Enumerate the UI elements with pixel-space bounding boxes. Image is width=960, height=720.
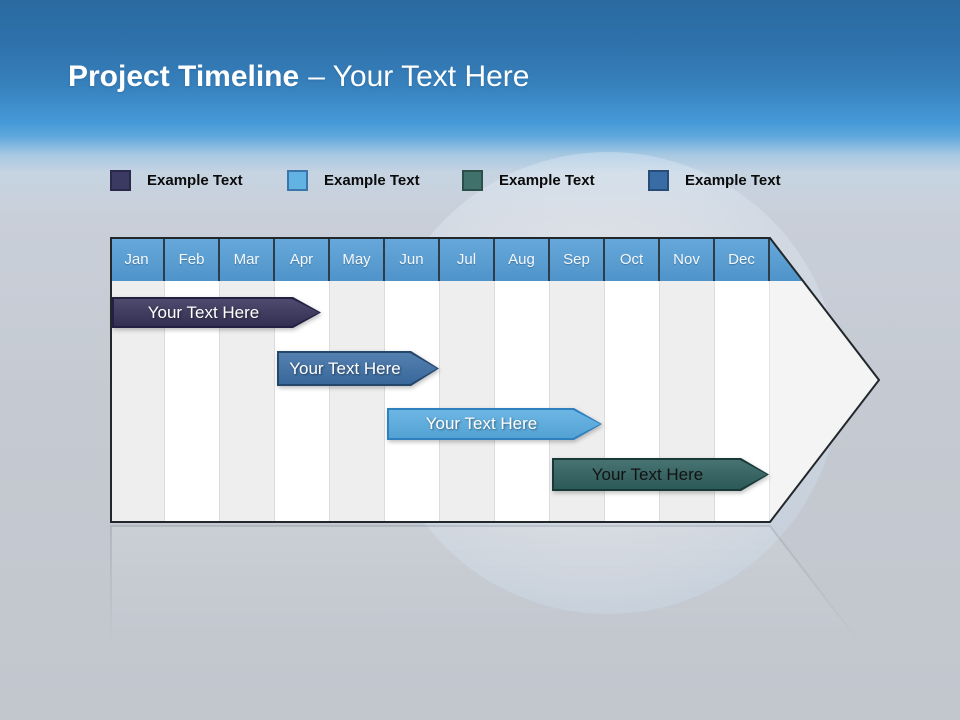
task-bar-2: Your Text Here xyxy=(277,351,439,386)
timeline-table: Jan Feb Mar Apr May Jun Jul Aug Sep Oct … xyxy=(110,237,880,523)
legend-item: Example Text xyxy=(462,169,595,191)
task-bar-label: Your Text Here xyxy=(147,302,260,322)
legend-swatch-navy xyxy=(110,169,131,191)
grid-column xyxy=(385,281,440,523)
legend-label: Example Text xyxy=(147,171,243,189)
legend-item: Example Text xyxy=(110,169,243,191)
month-header-cell: Jan xyxy=(110,237,165,281)
grid-column xyxy=(330,281,385,523)
legend-swatch-teal xyxy=(462,169,483,191)
month-header-cell: Jul xyxy=(440,237,495,281)
task-bar-3: Your Text Here xyxy=(387,408,602,440)
task-bar-4: Your Text Here xyxy=(552,458,769,491)
table-reflection xyxy=(110,525,885,720)
legend-item: Example Text xyxy=(287,169,420,191)
page-title: Project Timeline– Your Text Here xyxy=(68,60,529,94)
grid-column xyxy=(440,281,495,523)
legend-label: Example Text xyxy=(685,171,781,189)
legend-swatch-steelblue xyxy=(648,169,669,191)
legend-label: Example Text xyxy=(324,171,420,189)
month-header-cell: May xyxy=(330,237,385,281)
month-header-cell: Jun xyxy=(385,237,440,281)
legend-swatch-lightblue xyxy=(287,169,308,191)
legend-item: Example Text xyxy=(648,169,781,191)
month-header-arrow-fill xyxy=(770,237,880,281)
page-title-main: Project Timeline xyxy=(68,60,300,93)
month-header-cell: Apr xyxy=(275,237,330,281)
grid-column xyxy=(495,281,550,523)
month-header-cell: Dec xyxy=(715,237,770,281)
month-header-cell: Oct xyxy=(605,237,660,281)
legend-label: Example Text xyxy=(499,171,595,189)
month-header-cell: Aug xyxy=(495,237,550,281)
month-header-cell: Feb xyxy=(165,237,220,281)
month-header-row: Jan Feb Mar Apr May Jun Jul Aug Sep Oct … xyxy=(110,237,880,281)
month-header-cell: Nov xyxy=(660,237,715,281)
month-header-cell: Sep xyxy=(550,237,605,281)
task-bar-label: Your Text Here xyxy=(425,414,538,433)
task-bar-label: Your Text Here xyxy=(591,464,704,484)
task-bar-label: Your Text Here xyxy=(289,358,401,378)
task-bar-1: Your Text Here xyxy=(112,297,321,328)
month-header-cell: Mar xyxy=(220,237,275,281)
page-title-suffix: – Your Text Here xyxy=(308,60,530,93)
arrow-tip-fill xyxy=(770,281,880,523)
